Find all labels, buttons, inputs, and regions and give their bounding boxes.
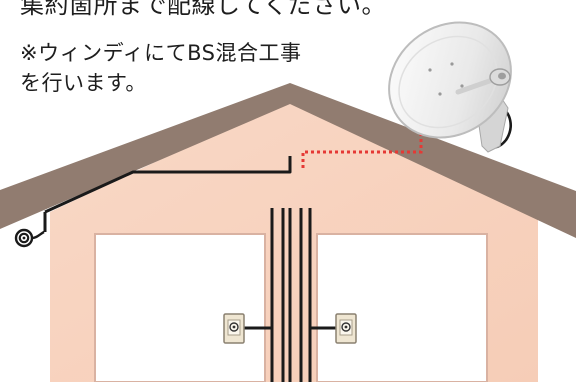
vertical-cable-bundle bbox=[270, 208, 312, 382]
room-right bbox=[316, 233, 488, 382]
cable-coil-icon bbox=[14, 228, 45, 248]
outlet-cable-right bbox=[308, 308, 336, 330]
attic-cable bbox=[44, 156, 292, 214]
tv-outlet-icon bbox=[335, 313, 357, 344]
room-left bbox=[94, 233, 266, 382]
satellite-dish-icon bbox=[388, 21, 512, 153]
roof bbox=[0, 83, 576, 238]
caption-line-3: を行います。 bbox=[20, 71, 147, 95]
tv-outlet-icon bbox=[223, 313, 245, 344]
caption-line-2: ※ウィンディにてBS混合工事 bbox=[20, 41, 302, 65]
caption-line-1: 集約箇所まで配線してください。 bbox=[20, 0, 387, 19]
dish-signal-route bbox=[301, 125, 423, 168]
